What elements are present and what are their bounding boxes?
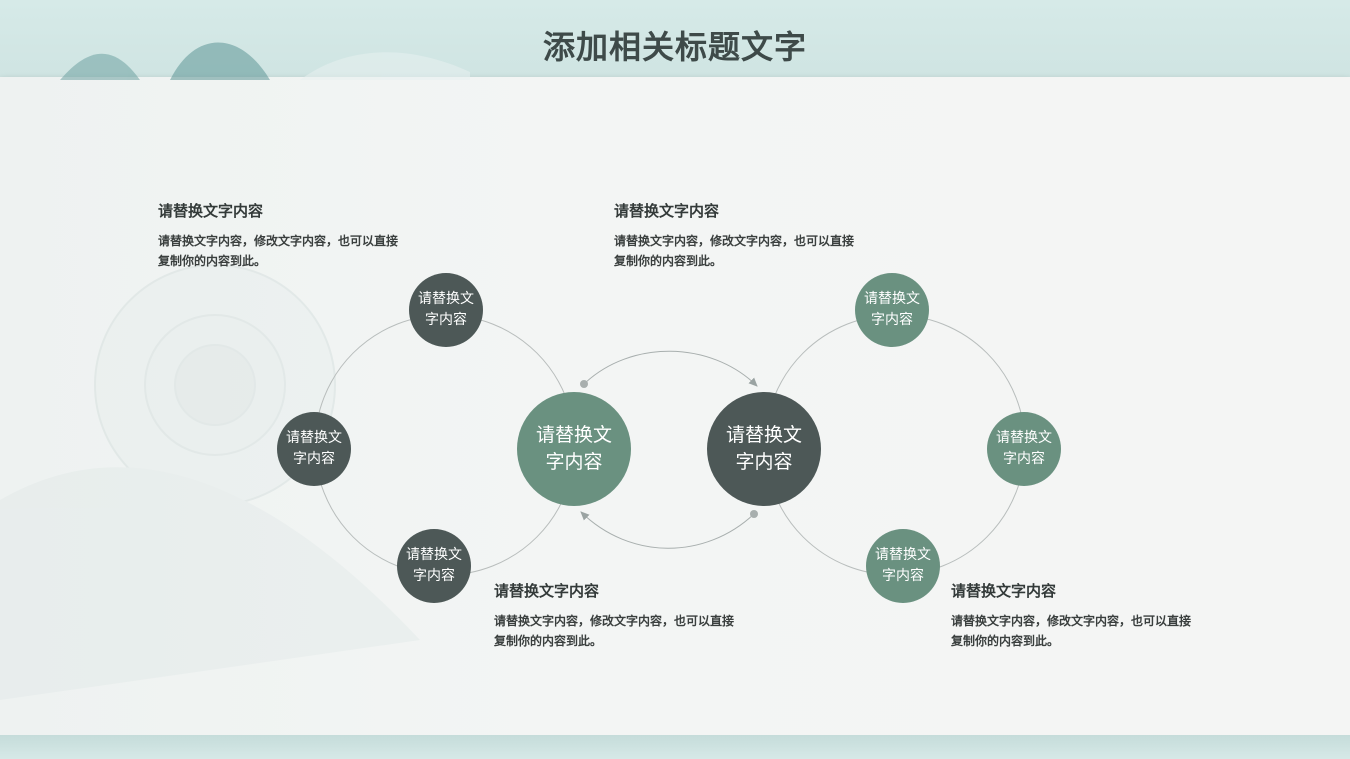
lotus-bud-left: [60, 53, 140, 80]
right-satellite-label-bottom: 请替换文字内容: [875, 547, 931, 584]
right-satellite-label-top: 请替换文字内容: [864, 291, 920, 328]
text-block-title: 请替换文字内容: [614, 202, 720, 220]
flower-core: [174, 344, 256, 426]
text-block-top-center: 请替换文字内容 请替换文字内容，修改文字内容，也可以直接复制你的内容到此。: [614, 200, 864, 271]
flower-inner: [144, 314, 286, 456]
text-block-title: 请替换文字内容: [158, 202, 264, 220]
lotus-bud-right: [170, 42, 270, 80]
footer-band: [0, 735, 1350, 759]
cloud-shape: [300, 52, 470, 80]
content-panel: [0, 77, 1350, 735]
text-block-body: 请替换文字内容，修改文字内容，也可以直接复制你的内容到此。: [951, 614, 1192, 648]
right-center-node: 请替换文字内容: [707, 392, 821, 506]
text-block-title: 请替换文字内容: [951, 582, 1057, 600]
text-block-bottom-center: 请替换文字内容 请替换文字内容，修改文字内容，也可以直接复制你的内容到此。: [494, 580, 744, 651]
text-block-body: 请替换文字内容，修改文字内容，也可以直接复制你的内容到此。: [158, 234, 399, 268]
page-title: 添加相关标题文字: [542, 28, 807, 66]
right-satellite-node-right: 请替换文字内容: [987, 412, 1061, 486]
right-satellite-label-right: 请替换文字内容: [996, 430, 1052, 467]
bottom-connector-dot: [750, 510, 758, 518]
leaf-shape: [0, 467, 420, 700]
text-block-body: 请替换文字内容，修改文字内容，也可以直接复制你的内容到此。: [494, 614, 735, 648]
left-center-label: 请替换文字内容: [535, 424, 612, 473]
top-connector-dot: [580, 380, 588, 388]
left-satellite-node-left: 请替换文字内容: [277, 412, 351, 486]
left-satellite-label-top: 请替换文字内容: [418, 291, 474, 328]
right-satellite-node-top: 请替换文字内容: [855, 273, 929, 347]
flower-outer: [94, 264, 336, 506]
left-satellite-label-bottom: 请替换文字内容: [406, 547, 462, 584]
top-connector-arrow: [583, 350, 758, 387]
text-block-bottom-right: 请替换文字内容 请替换文字内容，修改文字内容，也可以直接复制你的内容到此。: [951, 580, 1201, 651]
left-satellite-node-top: 请替换文字内容: [409, 273, 483, 347]
right-satellite-node-bottom: 请替换文字内容: [866, 529, 940, 603]
left-satellite-node-bottom: 请替换文字内容: [397, 529, 471, 603]
bottom-connector-arrow: [580, 511, 755, 549]
text-block-top-left: 请替换文字内容 请替换文字内容，修改文字内容，也可以直接复制你的内容到此。: [158, 200, 408, 271]
text-block-title: 请替换文字内容: [494, 582, 600, 600]
left-center-node: 请替换文字内容: [517, 392, 631, 506]
right-center-label: 请替换文字内容: [725, 424, 802, 473]
left-satellite-label-left: 请替换文字内容: [286, 430, 342, 467]
text-block-body: 请替换文字内容，修改文字内容，也可以直接复制你的内容到此。: [614, 234, 855, 268]
